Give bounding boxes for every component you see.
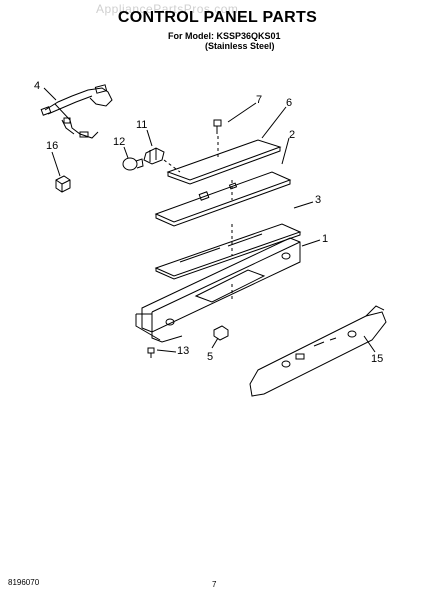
model-info: For Model: KSSP36QKS01 (Stainless Steel) xyxy=(168,31,281,51)
callout-15: 15 xyxy=(371,353,384,365)
page-number: 7 xyxy=(212,580,217,589)
keypad-part xyxy=(154,223,302,280)
control-board-cover-part xyxy=(166,139,282,185)
wire-harness-part xyxy=(40,84,113,139)
callout-12: 12 xyxy=(113,136,126,148)
callout-13: 13 xyxy=(177,345,190,357)
page-title: CONTROL PANEL PARTS xyxy=(117,9,318,26)
assembly-guide-lines xyxy=(163,136,233,300)
callout-5: 5 xyxy=(207,351,214,363)
callout-16: 16 xyxy=(46,140,59,152)
document-number: 8196070 xyxy=(8,578,40,587)
callout-11: 11 xyxy=(136,119,148,131)
callout-leaders xyxy=(43,87,376,353)
control-panel-housing-part xyxy=(135,237,301,343)
callout-3: 3 xyxy=(315,194,322,206)
watermark: AppliancePartsPros.com xyxy=(96,2,239,16)
callout-2: 2 xyxy=(289,129,296,141)
screw-part-13 xyxy=(147,347,155,358)
part-16-clip xyxy=(55,175,71,193)
control-board-part xyxy=(154,171,292,227)
lamp-bulb-part xyxy=(122,157,144,171)
model-number: For Model: KSSP36QKS01 xyxy=(168,31,281,41)
finish-label: (Stainless Steel) xyxy=(205,41,275,51)
callout-7: 7 xyxy=(256,94,263,106)
front-trim-panel-part xyxy=(249,305,387,397)
part-5-bracket xyxy=(213,325,229,341)
callout-1: 1 xyxy=(322,233,329,245)
lamp-socket-part xyxy=(143,147,165,165)
callout-4: 4 xyxy=(34,80,41,92)
screw-part-7 xyxy=(213,119,222,134)
callout-6: 6 xyxy=(286,97,293,109)
